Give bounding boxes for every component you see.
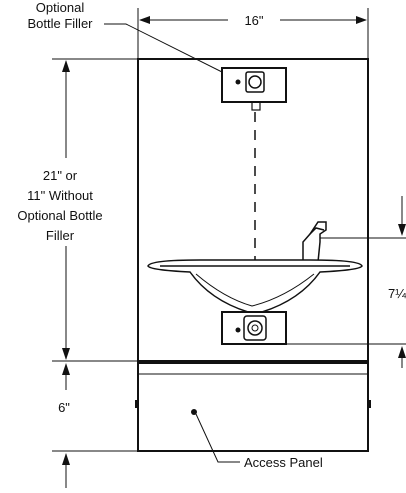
spout [302,221,327,263]
height-label-1: 21" or [43,168,78,183]
height-label-4: Filler [46,228,75,243]
bottle-filler-label-2: Bottle Filler [27,16,93,31]
basin-bowl [147,259,363,313]
width-label: 16" [244,13,263,28]
height-label-2: 11" Without [27,188,93,203]
bottom-dimension [52,363,138,488]
access-panel-leader [195,413,240,463]
height-dimension [52,58,138,362]
bottom-height-label: 6" [58,400,70,415]
right-dimension [398,196,406,368]
bottle-filler-label-1: Optional [36,0,85,15]
height-label-3: Optional Bottle [17,208,102,223]
bottle-filler-leader [104,23,239,81]
bottle-filler-unit [221,67,287,111]
right-tab [368,400,371,408]
upper-housing [137,58,369,362]
access-panel-dot [191,409,197,415]
right-dim-label: 7¼ [388,286,406,301]
access-panel-box [137,362,369,452]
width-dimension [137,8,369,60]
lower-fixture-unit [221,311,287,345]
access-panel-label: Access Panel [244,455,323,470]
left-tab [135,400,138,408]
